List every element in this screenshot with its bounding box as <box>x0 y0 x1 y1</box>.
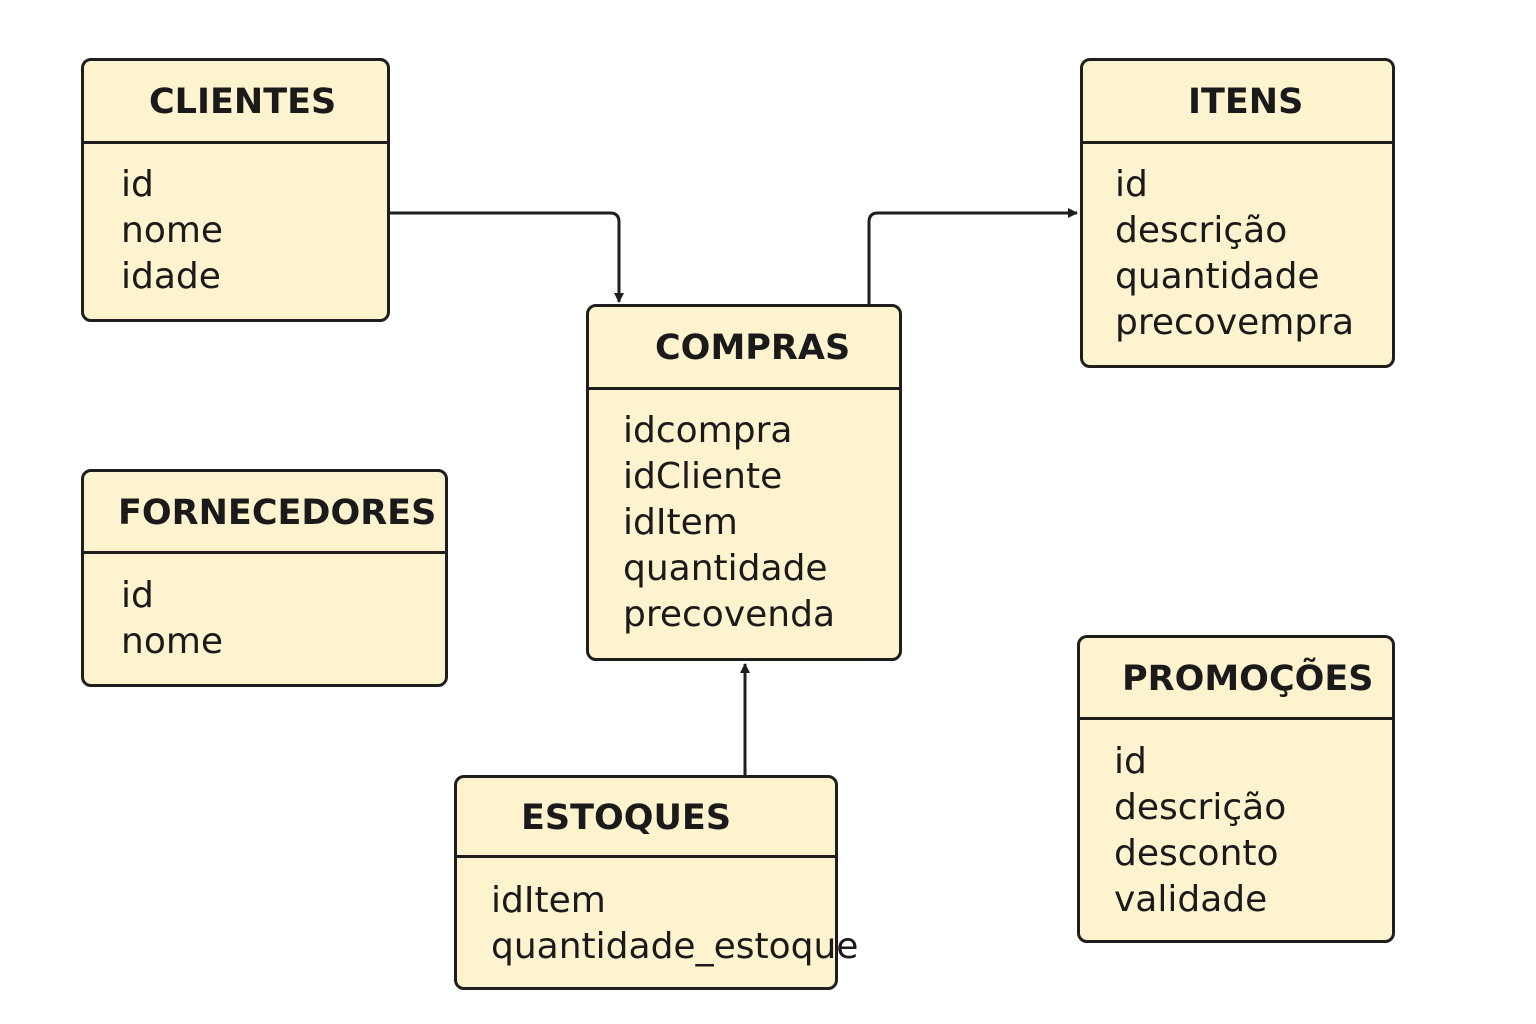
entity-attributes: id nome idade <box>84 144 387 300</box>
entity-title: CLIENTES <box>84 61 387 144</box>
entity-estoques[interactable]: ESTOQUES idItem quantidade_estoque <box>454 775 859 990</box>
attribute: id <box>1115 164 1148 205</box>
entity-itens[interactable]: ITENS id descrição quantidade precovempr… <box>1080 58 1395 368</box>
attribute: desconto <box>1114 833 1279 874</box>
attribute: nome <box>121 621 224 662</box>
entity-title: ITENS <box>1083 61 1392 144</box>
entity-attributes: id nome <box>84 554 445 665</box>
attribute: quantidade <box>1115 256 1320 297</box>
entity-attributes: idItem quantidade_estoque <box>457 858 859 970</box>
entity-attributes: id descrição desconto validade <box>1080 720 1392 923</box>
entity-promocoes[interactable]: PROMOÇÕES id descrição desconto validade <box>1077 635 1395 943</box>
attribute: idItem <box>623 502 738 543</box>
attribute: quantidade <box>623 548 828 589</box>
attribute: nome <box>121 210 224 251</box>
attribute: precovempra <box>1115 302 1355 343</box>
entity-clientes[interactable]: CLIENTES id nome idade <box>81 58 390 322</box>
attribute: descrição <box>1115 210 1288 251</box>
attribute: id <box>1114 741 1147 782</box>
attribute: id <box>121 164 154 205</box>
attribute: quantidade_estoque <box>491 926 859 967</box>
attribute: id <box>121 575 154 616</box>
entity-title: FORNECEDORES <box>84 472 445 554</box>
attribute: descrição <box>1114 787 1287 828</box>
entity-title: ESTOQUES <box>457 778 835 858</box>
connector-compras-itens <box>867 208 1078 304</box>
attribute: idItem <box>491 880 606 921</box>
attribute: idade <box>121 256 221 297</box>
attribute: idCliente <box>623 456 783 497</box>
connector-clientes-compras <box>390 211 624 303</box>
entity-title: COMPRAS <box>589 307 899 390</box>
attribute: validade <box>1114 879 1268 920</box>
entity-attributes: idcompra idCliente idItem quantidade pre… <box>589 390 899 638</box>
entity-attributes: id descrição quantidade precovempra <box>1083 144 1392 346</box>
attribute: precovenda <box>623 594 836 635</box>
entity-fornecedores[interactable]: FORNECEDORES id nome <box>81 469 448 687</box>
entity-title: PROMOÇÕES <box>1080 638 1392 720</box>
entity-compras[interactable]: COMPRAS idcompra idCliente idItem quanti… <box>586 304 902 661</box>
attribute: idcompra <box>623 410 793 451</box>
